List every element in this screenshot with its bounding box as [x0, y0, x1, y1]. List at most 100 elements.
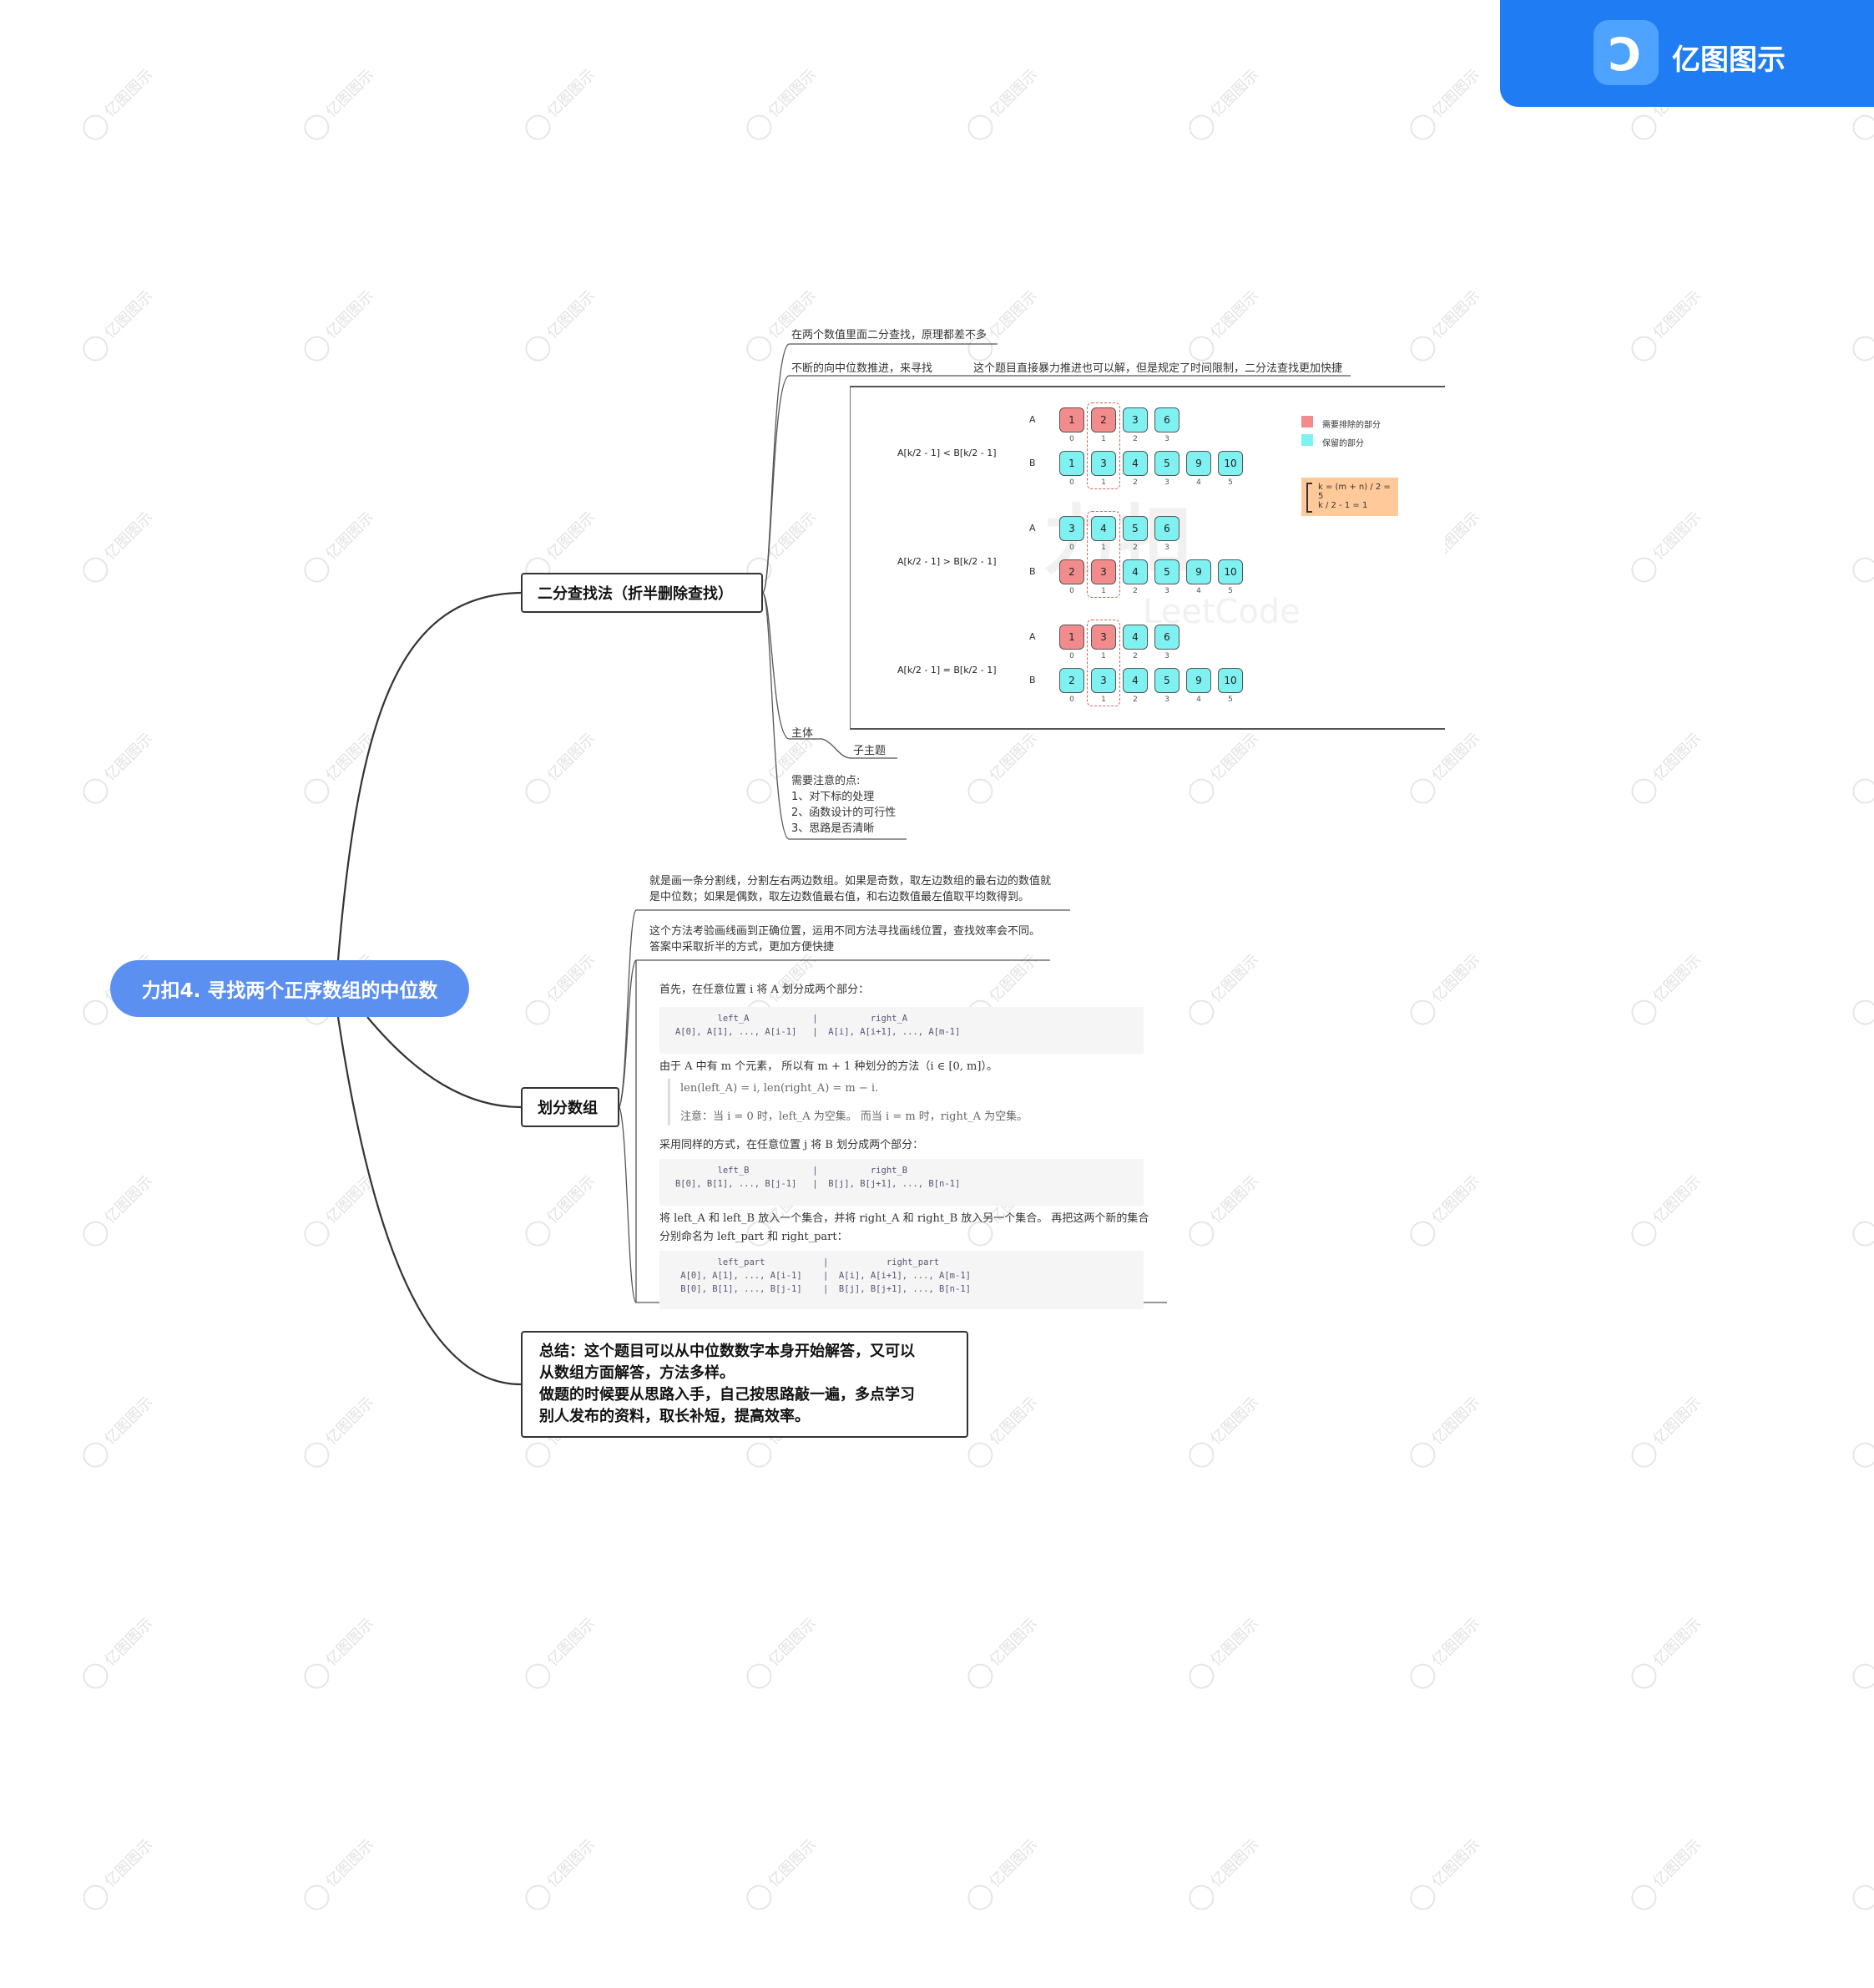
math-para-1: 首先，在任意位置 i 将 A 划分成两个部分：	[659, 984, 870, 996]
split-marker	[1087, 402, 1120, 489]
case-condition: A[k/2 - 1] = B[k/2 - 1]	[897, 665, 997, 675]
topic-partition-array[interactable]: 划分数组	[521, 1087, 619, 1127]
kept-cell: 3	[1091, 668, 1116, 693]
math-code-3: left_part | right_part A[0], A[1], ..., …	[659, 1251, 1144, 1309]
cell-index: 2	[1133, 652, 1138, 660]
cell-index: 2	[1133, 435, 1138, 443]
cell-index: 3	[1164, 544, 1169, 552]
kept-cell: 6	[1154, 407, 1179, 433]
cell-index: 2	[1133, 478, 1138, 487]
cell-index: 5	[1228, 587, 1233, 595]
cell-index: 4	[1196, 478, 1201, 487]
cell-index: 0	[1069, 652, 1074, 660]
cell-index: 1	[1101, 478, 1106, 487]
cell-index: 0	[1069, 478, 1074, 487]
case-condition: A[k/2 - 1] < B[k/2 - 1]	[897, 448, 997, 458]
subtopic-partition-efficiency[interactable]: 这个方法考验画线画到正确位置，运用不同方法寻找画线位置，查找效率会不同。 答案中…	[649, 925, 1041, 954]
kept-cell: 2	[1059, 668, 1084, 693]
kept-cell: 5	[1154, 451, 1179, 476]
kept-cell: 4	[1123, 625, 1148, 650]
topic-binary-search[interactable]: 二分查找法（折半删除查找）	[521, 573, 763, 613]
kept-cell: 10	[1218, 668, 1243, 693]
removed-cell: 2	[1059, 559, 1084, 584]
kept-cell: 5	[1123, 516, 1148, 541]
subtopic-time-limit-note[interactable]: 这个题目直接暴力推进也可以解，但是规定了时间限制，二分法查找更加快捷	[973, 362, 1343, 375]
subtopic-child[interactable]: 子主题	[853, 745, 886, 757]
row-label: B	[1029, 458, 1036, 468]
root-to-branch1	[336, 591, 522, 961]
root-to-branch3	[336, 1016, 522, 1386]
math-para-4: 将 left_A 和 left_B 放入一个集合，并将 right_A 和 ri…	[659, 1212, 1149, 1225]
kept-cell: 5	[1154, 668, 1179, 693]
subtopic-approach-median[interactable]: 不断的向中位数推进，来寻找	[791, 362, 933, 375]
kept-cell: 4	[1123, 559, 1148, 584]
cell-index: 2	[1133, 696, 1138, 704]
cell-index: 4	[1196, 587, 1201, 595]
topic-summary[interactable]: 总结：这个题目可以从中位数数字本身开始解答，又可以 从数组方面解答，方法多样。 …	[521, 1331, 968, 1438]
case-condition: A[k/2 - 1] > B[k/2 - 1]	[897, 556, 997, 567]
kept-cell: 1	[1059, 451, 1084, 476]
math-quote-line-2: 注意：当 i = 0 时，left_A 为空集。 而当 i = m 时，righ…	[680, 1110, 1028, 1123]
kept-cell: 9	[1186, 559, 1211, 584]
cell-index: 3	[1164, 478, 1169, 487]
brand-name: 亿图图示	[1672, 43, 1786, 77]
k-formula-note: k = (m + n) / 2 = 5 k / 2 - 1 = 1	[1301, 478, 1398, 516]
legend-remove-label: 需要排除的部分	[1322, 421, 1381, 430]
kept-cell: 4	[1123, 451, 1148, 476]
partition-explanation: 首先，在任意位置 i 将 A 划分成两个部分： left_A | right_A…	[628, 970, 1170, 1309]
removed-cell: 2	[1091, 407, 1116, 433]
row-label: B	[1029, 566, 1036, 577]
kept-cell: 3	[1059, 516, 1084, 541]
math-code-1: left_A | right_A A[0], A[1], ..., A[i-1]…	[659, 1007, 1144, 1054]
kept-cell: 10	[1218, 451, 1243, 476]
legend-remove-swatch	[1301, 416, 1313, 427]
split-marker	[1087, 620, 1120, 706]
subtopic-attention-points[interactable]: 需要注意的点: 1、对下标的处理 2、函数设计的可行性 3、思路是否清晰	[791, 775, 897, 835]
subtopic-binary-principle[interactable]: 在两个数值里面二分查找，原理都差不多	[791, 329, 988, 341]
split-marker	[1087, 511, 1120, 598]
removed-cell: 1	[1059, 625, 1084, 650]
math-code-2: left_B | right_B B[0], B[1], ..., B[j-1]…	[659, 1159, 1144, 1206]
brand-logo-icon: Ɔ	[1594, 20, 1659, 85]
cell-index: 0	[1069, 544, 1074, 552]
cell-index: 3	[1164, 652, 1169, 660]
kept-cell: 4	[1123, 668, 1148, 693]
kept-cell: 4	[1091, 516, 1116, 541]
kept-cell: 9	[1186, 451, 1211, 476]
subtopic-partition-idea[interactable]: 就是画一条分割线，分割左右两边数组。如果是奇数，取左边数组的最右边的数值就 是中…	[649, 875, 1052, 903]
cell-index: 0	[1069, 435, 1074, 443]
math-quote-line-1: len(left_A) = i, len(right_A) = m − i.	[680, 1082, 879, 1095]
cell-index: 3	[1164, 696, 1169, 704]
legend-keep-swatch	[1301, 434, 1313, 446]
kept-cell: 10	[1218, 559, 1243, 584]
cell-index: 1	[1101, 544, 1106, 552]
kept-cell: 9	[1186, 668, 1211, 693]
root-to-branch2	[366, 1016, 522, 1109]
kept-cell: 6	[1154, 516, 1179, 541]
cell-index: 3	[1164, 587, 1169, 595]
root-topic[interactable]: 力扣4. 寻找两个正序数组的中位数	[110, 960, 469, 1017]
math-para-3: 采用同样的方式，在任意位置 j 将 B 划分成两个部分：	[659, 1139, 924, 1151]
cell-index: 5	[1228, 478, 1233, 487]
cell-index: 5	[1228, 696, 1233, 704]
cell-index: 1	[1101, 587, 1106, 595]
brand-banner: Ɔ 亿图图示	[1500, 0, 1874, 107]
row-label: A	[1029, 523, 1036, 534]
legend-keep-label: 保留的部分	[1322, 439, 1364, 448]
kept-cell: 3	[1091, 451, 1116, 476]
cell-index: 4	[1196, 696, 1201, 704]
math-para-2: 由于 A 中有 m 个元素， 所以有 m + 1 种划分的方法（i ∈ [0, …	[659, 1060, 998, 1073]
note-line-1: k = (m + n) / 2 = 5	[1318, 483, 1391, 501]
cell-index: 1	[1101, 652, 1106, 660]
row-label: B	[1029, 675, 1036, 685]
summary-text: 总结：这个题目可以从中位数数字本身开始解答，又可以 从数组方面解答，方法多样。 …	[539, 1343, 915, 1425]
subtopic-main[interactable]: 主体	[791, 727, 814, 740]
removed-cell: 1	[1059, 407, 1084, 433]
removed-cell: 3	[1091, 559, 1116, 584]
kept-cell: 3	[1123, 407, 1148, 433]
math-quote: len(left_A) = i, len(right_A) = m − i. 注…	[668, 1079, 1028, 1126]
note-line-2: k / 2 - 1 = 1	[1318, 501, 1368, 510]
cell-index: 1	[1101, 696, 1106, 704]
kept-cell: 6	[1154, 625, 1179, 650]
